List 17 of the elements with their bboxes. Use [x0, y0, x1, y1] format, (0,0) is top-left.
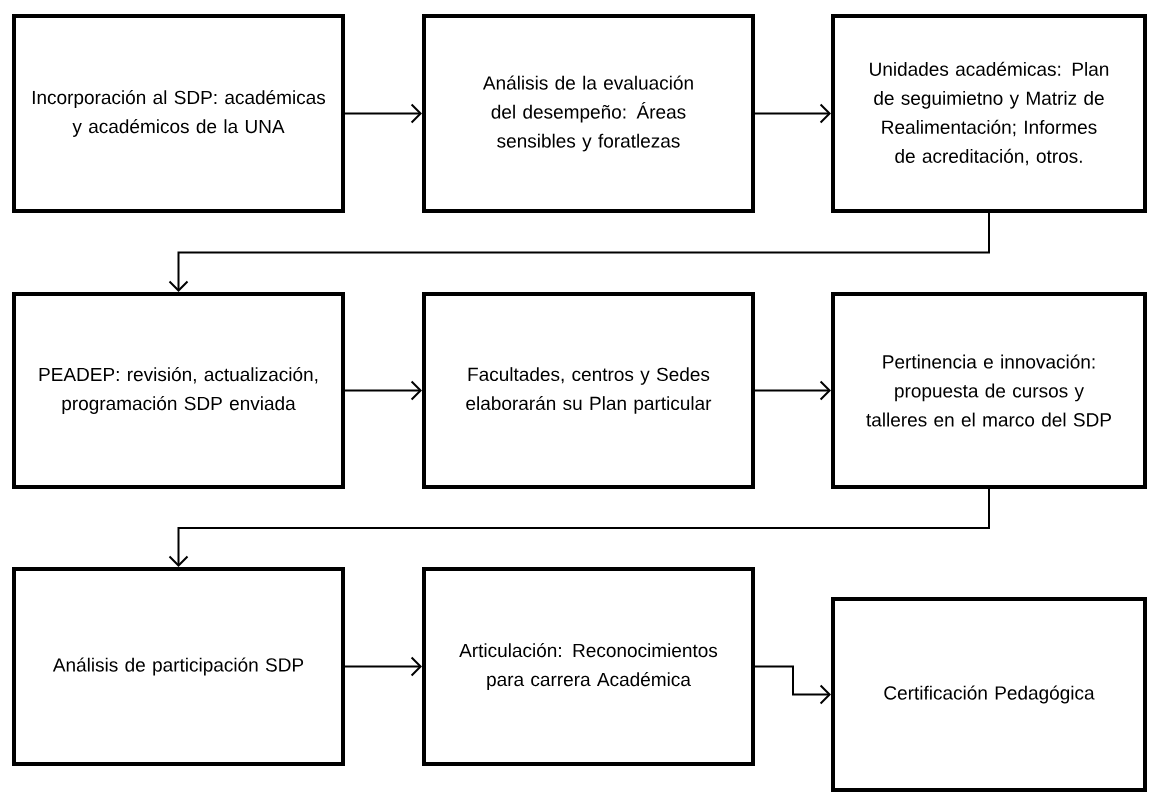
arrow: [754, 380, 831, 401]
process-box: PEADEP: revisión, actualización, programación SDP enviada: [12, 292, 345, 489]
arrow: [168, 488, 990, 567]
process-box: Análisis de participación SDP: [12, 567, 345, 766]
process-box: Facultades, centros y Sedes elaborarán su Plan particular: [422, 292, 755, 489]
arrow: [344, 380, 422, 401]
process-box: Análisis de la evaluación del desempeño: Áreas sensibles y foratlezas: [422, 14, 755, 213]
arrow: [754, 665, 831, 705]
arrow: [168, 212, 990, 292]
process-box: Incorporación al SDP: académicas y académicos de la UNA: [12, 14, 345, 213]
process-box: Certificación Pedagógica: [831, 597, 1147, 792]
process-box: Unidades académicas: Plan de seguimietno y Matriz de Realimentación; Informes de acreditación, otros.: [831, 14, 1147, 213]
process-box: Articulación: Reconocimientos para carrera Académica: [422, 567, 755, 766]
arrow: [344, 103, 422, 124]
process-box: Pertinencia e innovación: propuesta de cursos y talleres en el marco del SDP: [831, 292, 1147, 489]
arrow: [754, 103, 831, 124]
arrow: [344, 656, 422, 677]
